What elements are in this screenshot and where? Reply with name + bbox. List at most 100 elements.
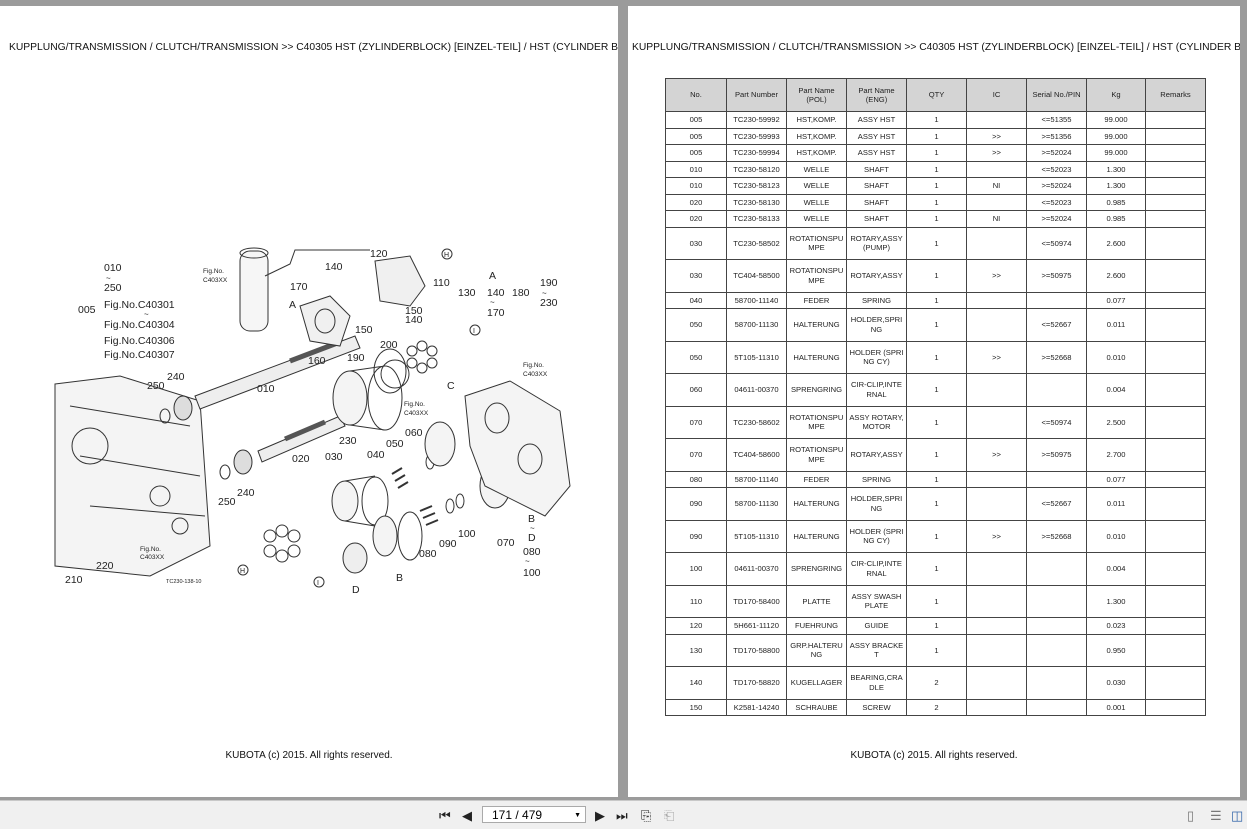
last-page-icon[interactable]: ⏭︎ (616, 808, 628, 823)
prev-page-icon[interactable]: ◀︎ (462, 808, 472, 823)
callout: 230 (540, 297, 558, 309)
page-footer: KUBOTA (c) 2015. All rights reserved. (850, 750, 1018, 761)
table-cell: HALTERUNG (786, 519, 847, 553)
table-cell: SCHRAUBE (786, 698, 847, 716)
table-cell: 1 (906, 259, 967, 293)
callout: TC230-138-10 (166, 579, 201, 585)
callout: 100 (523, 567, 541, 579)
column-header: Kg (1086, 78, 1146, 112)
page-number-input[interactable]: 171 / 479 ▼ (482, 806, 586, 823)
table-cell: HOLDER,SPRING (846, 487, 907, 521)
table-cell: 140 (665, 666, 727, 700)
callout: ~ (525, 557, 530, 566)
table-cell: 58700-11130 (726, 487, 787, 521)
table-cell (966, 373, 1027, 407)
table-cell: <=52667 (1026, 487, 1087, 521)
table-cell: >=52024 (1026, 144, 1087, 162)
table-cell: 1 (906, 210, 967, 228)
table-cell: PLATTE (786, 584, 847, 618)
table-cell: TD170-58400 (726, 584, 787, 618)
table-cell (1145, 633, 1206, 667)
table-cell: GRP.HALTERUNG (786, 633, 847, 667)
table-cell: >> (966, 127, 1027, 145)
column-header: No. (665, 78, 727, 112)
table-cell: 1 (906, 160, 967, 178)
table-cell: 1 (906, 487, 967, 521)
swash-plate-110 (374, 255, 426, 307)
table-cell: ROTARY,ASSY (846, 259, 907, 293)
callout: ~ (542, 289, 547, 298)
chevron-down-icon[interactable]: ▼ (574, 812, 581, 819)
table-cell: 0.030 (1086, 666, 1146, 700)
table-cell: SHAFT (846, 210, 907, 228)
table-cell: TC230-59994 (726, 144, 787, 162)
marker-h: H (444, 252, 449, 259)
table-cell: <=52023 (1026, 193, 1087, 211)
table-cell (1145, 160, 1206, 178)
callout: 090 (439, 538, 457, 550)
table-cell: ROTATIONSPUMPE (786, 405, 847, 439)
table-cell: 2 (906, 666, 967, 700)
table-cell: >> (966, 519, 1027, 553)
table-cell: 1 (906, 226, 967, 260)
table-cell: 060 (665, 373, 727, 407)
table-cell (1145, 111, 1206, 129)
table-cell: TC404-58600 (726, 438, 787, 472)
table-cell: HST,KOMP. (786, 127, 847, 145)
column-header: Part Name (ENG) (846, 78, 907, 112)
table-cell: ASSY SWASH PLATE (846, 584, 907, 618)
callout: 250 (147, 380, 165, 392)
callout: Fig.No.C40307 (104, 349, 175, 361)
table-cell: 0.077 (1086, 291, 1146, 309)
table-cell (1145, 210, 1206, 228)
column-header: Remarks (1145, 78, 1206, 112)
callout: 080 (523, 546, 541, 558)
table-cell: NI (966, 210, 1027, 228)
table-cell: FUEHRUNG (786, 617, 847, 635)
callout: 140 (405, 314, 423, 326)
two-page-icon[interactable]: ◫ (1231, 808, 1244, 823)
table-cell: 090 (665, 487, 727, 521)
table-cell: ROTATIONSPUMPE (786, 259, 847, 293)
callout: 250 (218, 496, 236, 508)
table-cell: 1 (906, 438, 967, 472)
next-page-icon[interactable]: ▶︎ (595, 808, 605, 823)
table-cell: ASSY BRACKET (846, 633, 907, 667)
table-cell: 2.600 (1086, 259, 1146, 293)
table-cell (1145, 487, 1206, 521)
table-cell: SHAFT (846, 177, 907, 195)
table-cell (1026, 666, 1087, 700)
table-cell: 030 (665, 226, 727, 260)
continuous-icon[interactable]: ☰ (1210, 808, 1222, 823)
marker-h: H (240, 568, 245, 575)
callout: 020 (292, 453, 310, 465)
callout: Fig.No.C40306 (104, 335, 175, 347)
callout: 070 (497, 537, 515, 549)
fit-page-icon[interactable]: ⎘ (641, 808, 652, 823)
fit-width-icon[interactable]: ⎗ (664, 808, 675, 823)
table-cell (1145, 340, 1206, 374)
single-page-icon[interactable]: ▯ (1187, 808, 1195, 823)
table-cell: HST,KOMP. (786, 144, 847, 162)
page-header: KUPPLUNG/TRANSMISSION / CLUTCH/TRANSMISS… (9, 42, 618, 53)
bearing-240 (173, 395, 193, 421)
first-page-icon[interactable]: ⏮︎ (439, 808, 451, 823)
table-cell (1026, 633, 1087, 667)
table-cell: HST,KOMP. (786, 111, 847, 129)
table-cell: 080 (665, 470, 727, 488)
table-cell: <=51355 (1026, 111, 1087, 129)
table-cell: 0.011 (1086, 308, 1146, 342)
table-cell (1145, 291, 1206, 309)
table-cell: >> (966, 340, 1027, 374)
callout: Fig.No. (140, 546, 161, 553)
table-cell: TC230-58133 (726, 210, 787, 228)
callout: 170 (487, 307, 505, 319)
callout: D (528, 532, 536, 544)
table-cell: 005 (665, 111, 727, 129)
table-cell: 005 (665, 144, 727, 162)
